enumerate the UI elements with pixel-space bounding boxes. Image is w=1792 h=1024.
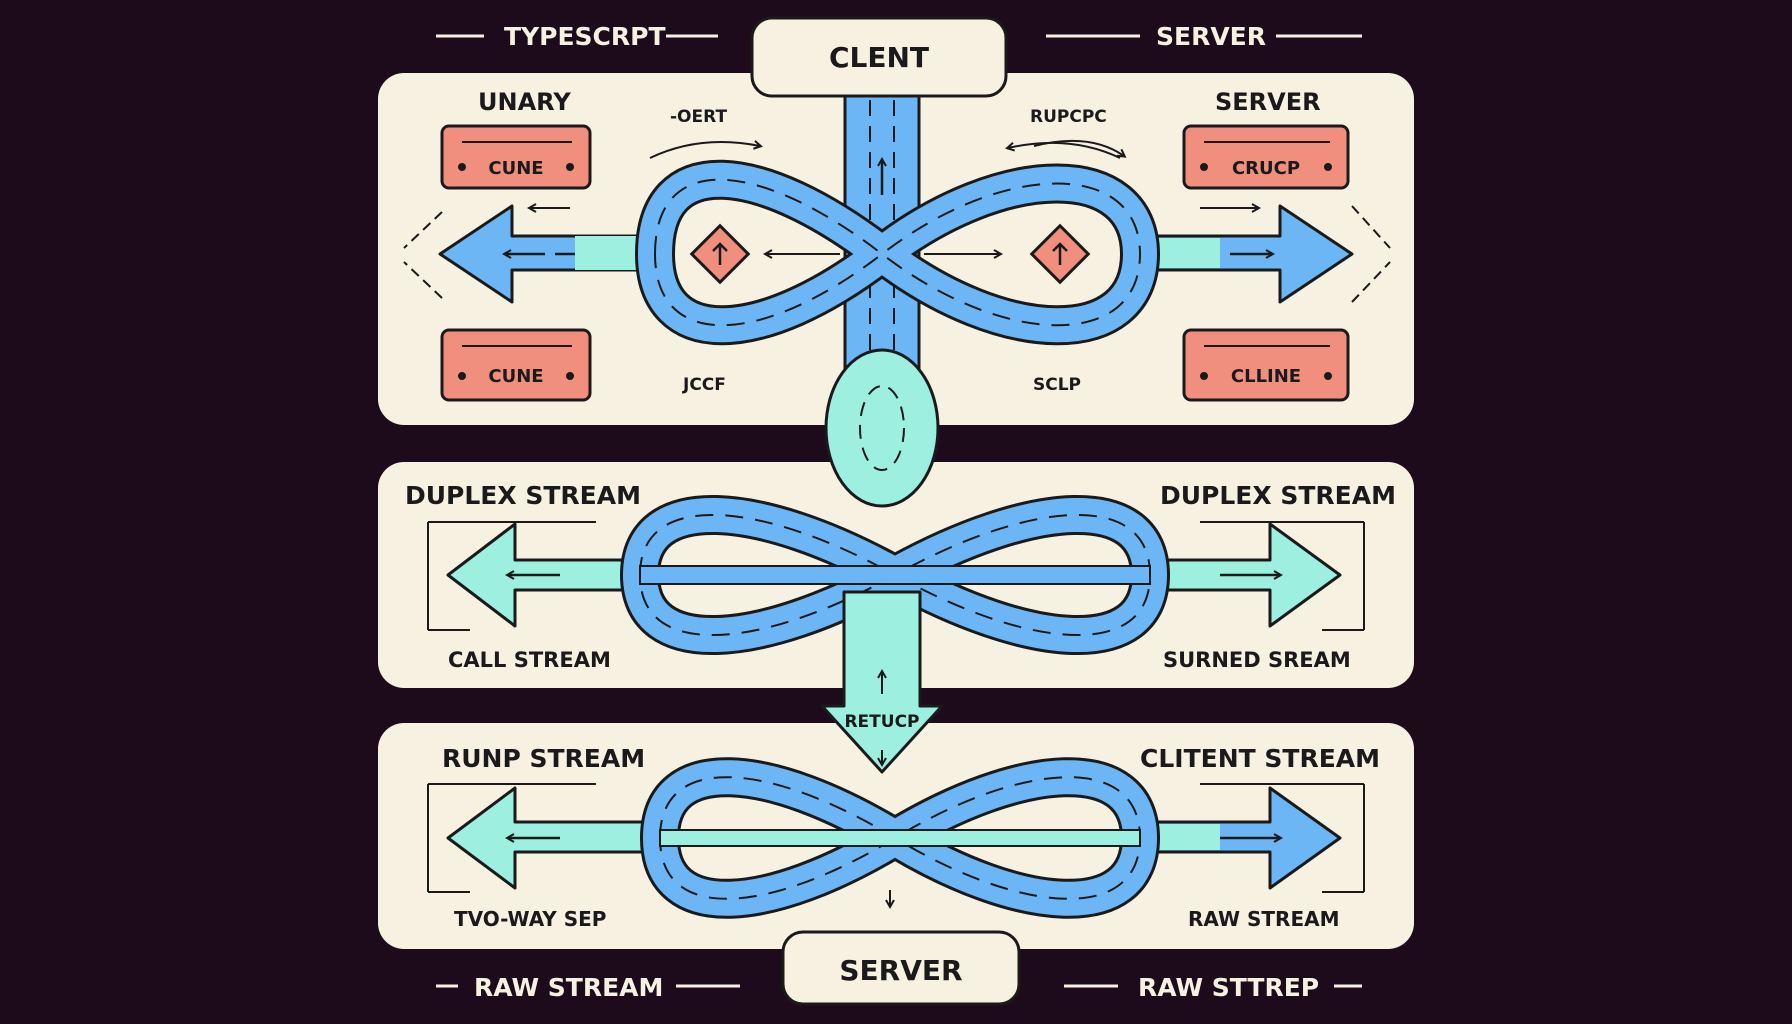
duplex-left-bottom: CALL STREAM	[448, 648, 611, 672]
duplex-panel-content: DUPLEX STREAM DUPLEX STREAM CALL STREAM …	[405, 481, 1396, 672]
method-box	[440, 328, 592, 402]
bottom-right-label: RAW STTREP	[1138, 973, 1319, 1002]
bracket	[427, 783, 596, 893]
server-pill-box	[781, 930, 1021, 1006]
side-dash	[403, 261, 443, 299]
duplex-left-title: DUPLEX STREAM	[405, 481, 641, 510]
bracket	[1200, 521, 1365, 631]
small-label-1: -OERT	[670, 107, 727, 127]
center-bar	[639, 565, 1151, 585]
box-label-3: CRUCP	[1232, 158, 1300, 179]
top-header: TYPESCRPT SERVER	[436, 22, 1362, 51]
client-pill-label: CLENT	[829, 41, 929, 74]
unary-title: UNARY	[478, 88, 571, 116]
bracket	[1200, 783, 1365, 893]
box-label-2: CUNE	[488, 366, 543, 387]
bottom-footer: SERVER RAW STREAM RAW STTREP	[436, 930, 1362, 1006]
box-label-1: CUNE	[488, 158, 543, 179]
server-title: SERVER	[1215, 88, 1321, 116]
box-dot	[458, 372, 466, 380]
curved-arrow	[1008, 141, 1121, 159]
client-pill: CLENT	[750, 16, 1008, 98]
client-pill-box	[750, 16, 1008, 98]
box-dot	[1324, 372, 1332, 380]
duplex-right-title: DUPLEX STREAM	[1160, 481, 1396, 510]
box-dot	[566, 163, 574, 171]
retucp-connector: RETUCP	[820, 590, 944, 774]
loop-lane-dash	[653, 178, 1142, 327]
method-box	[1182, 328, 1350, 402]
unary-panel-content: UNARY SERVER CUNE CUNE CRUCP CLLINE -OER…	[403, 88, 1391, 402]
up-arrow-icon	[1052, 242, 1068, 265]
box-dot	[1200, 372, 1208, 380]
duplex-right-bottom: SURNED SREAM	[1163, 648, 1351, 672]
small-label-4: SCLP	[1033, 375, 1081, 395]
stream-right-bottom: RAW STREAM	[1188, 907, 1340, 931]
box-dot	[1324, 163, 1332, 171]
stream-panel-content: RUNP STREAM CLITENT STREAM TVO-WAY SEP R…	[427, 744, 1380, 931]
stream-right-title: CLITENT STREAM	[1140, 744, 1380, 773]
curved-arrow	[1033, 139, 1124, 156]
box-dot	[458, 163, 466, 171]
curved-arrow	[649, 142, 760, 159]
small-label-2: RUPCPC	[1030, 107, 1107, 127]
box-label-4: CLLINE	[1231, 366, 1301, 387]
connector-label: RETUCP	[844, 712, 919, 732]
loop-dash	[859, 385, 905, 471]
right-flow-tail	[1150, 824, 1220, 850]
bracket	[427, 521, 596, 631]
server-pill-label: SERVER	[839, 954, 962, 987]
side-dash	[1351, 205, 1391, 249]
vertical-loop	[824, 348, 940, 508]
small-label-3: JCCF	[682, 375, 726, 395]
bottom-left-label: RAW STREAM	[474, 973, 663, 1002]
stream-left-bottom: TVO-WAY SEP	[454, 907, 606, 931]
top-left-label: TYPESCRPT	[504, 22, 666, 51]
side-dash	[403, 211, 443, 249]
stream-left-title: RUNP STREAM	[442, 744, 645, 773]
center-bar	[659, 829, 1141, 847]
top-right-label: SERVER	[1156, 22, 1266, 51]
side-dash	[1351, 261, 1391, 303]
box-dot	[1200, 163, 1208, 171]
box-dot	[566, 372, 574, 380]
up-arrow-icon	[712, 242, 728, 265]
